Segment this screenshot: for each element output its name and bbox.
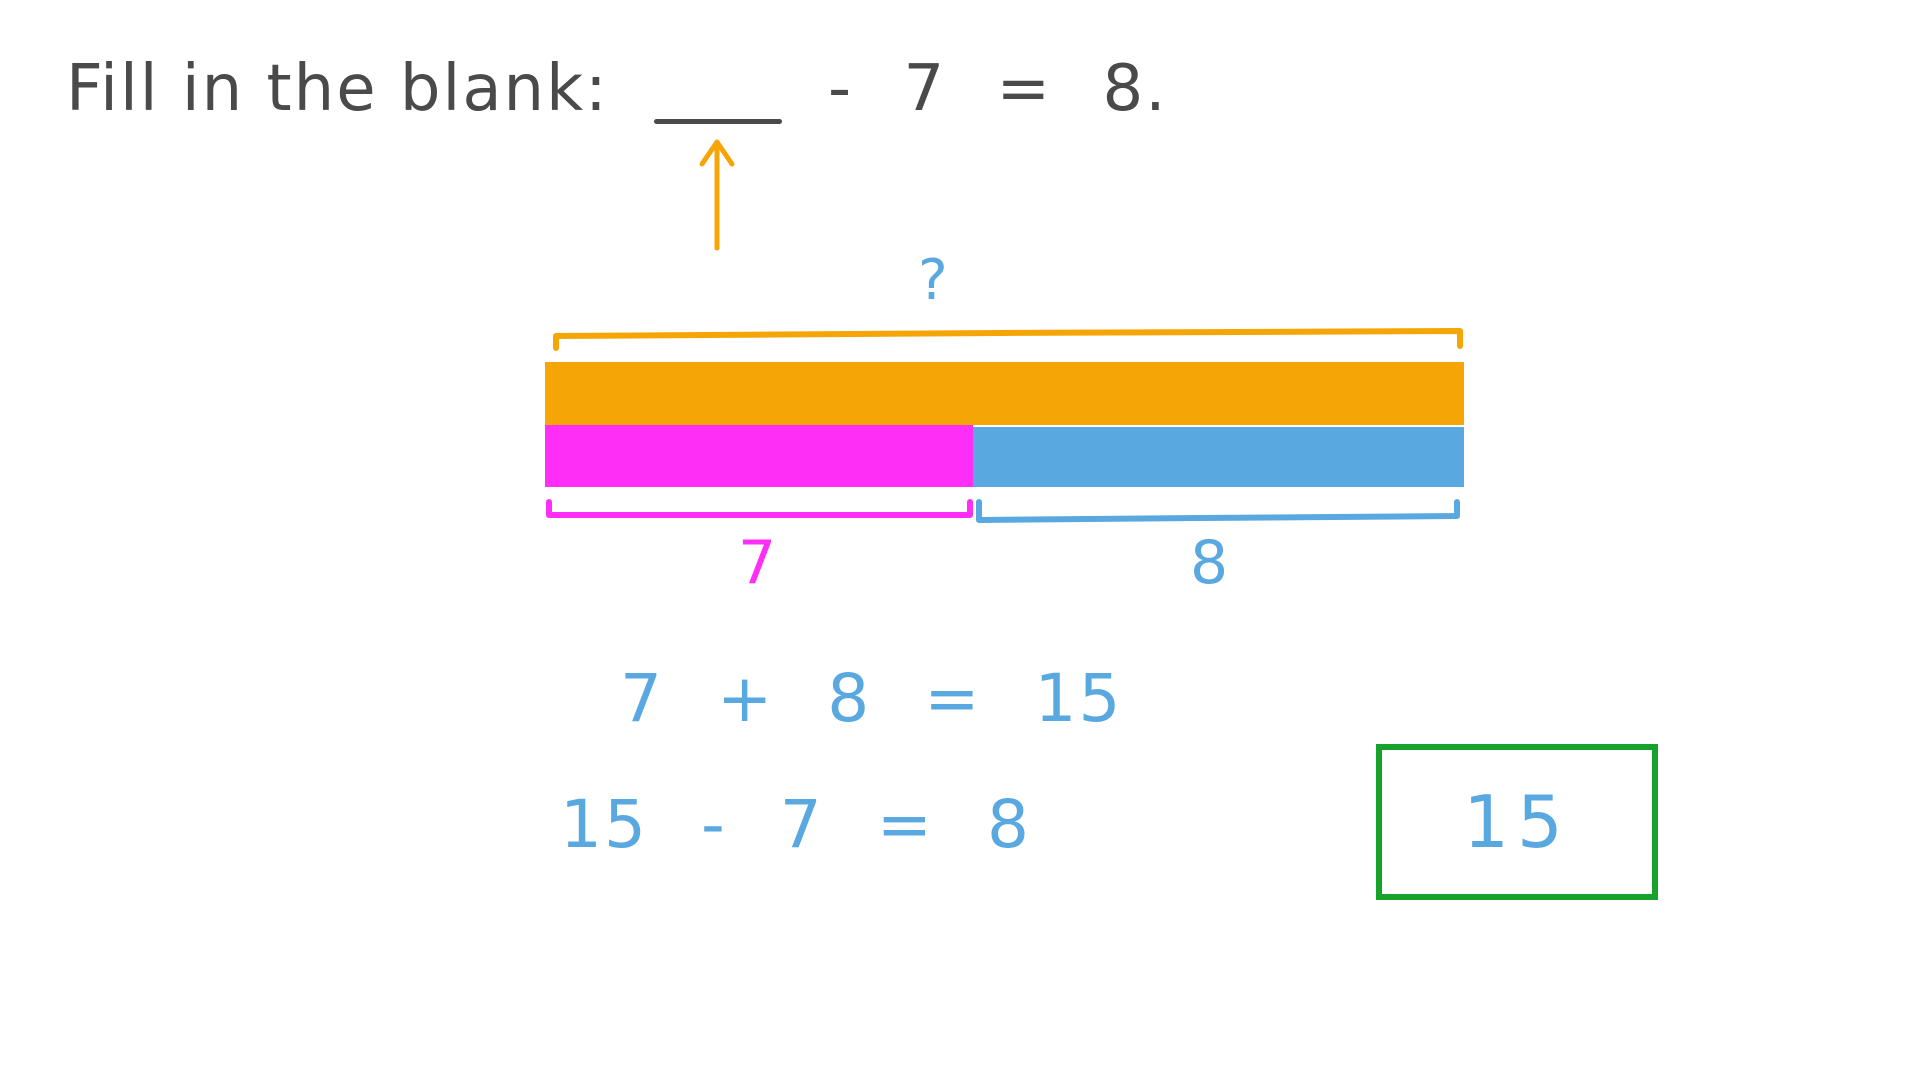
- total-label: ?: [918, 248, 950, 313]
- working-line-1: 7 + 8 = 15: [620, 660, 1123, 737]
- answer-box: [1376, 744, 1658, 900]
- up-arrow-icon: [699, 139, 735, 251]
- answer-value: 15: [1463, 780, 1571, 864]
- working-line-2: 15 - 7 = 8: [560, 786, 1031, 863]
- part-a-label: 7: [738, 528, 779, 598]
- part-b-bar: [973, 427, 1464, 487]
- part-a-bracket: [546, 499, 973, 518]
- total-bracket: [553, 328, 1463, 351]
- question-prompt: Fill in the blank:: [66, 52, 609, 126]
- answer-blank: [654, 119, 782, 124]
- part-b-bracket: [976, 499, 1460, 523]
- equation-tail: - 7 = 8.: [828, 52, 1168, 126]
- total-bar: [545, 362, 1464, 425]
- part-a-bar: [545, 425, 973, 487]
- part-b-label: 8: [1190, 528, 1231, 598]
